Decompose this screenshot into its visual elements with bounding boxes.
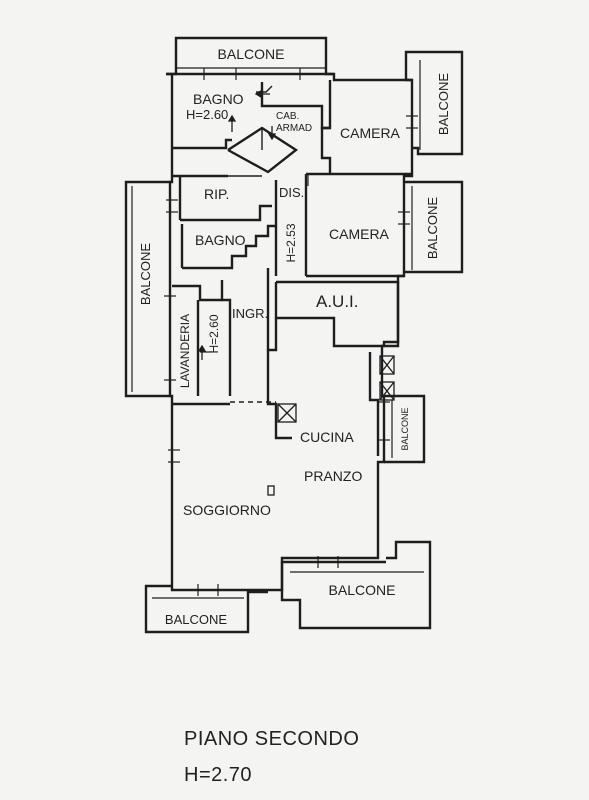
label-bagno-1-height: H=2.60 (186, 107, 228, 122)
arrow-cab-icon (267, 126, 277, 141)
label-balcone-left: BALCONE (138, 243, 153, 305)
wall-bagno1-bottom (172, 138, 232, 150)
building-outline (166, 72, 414, 592)
balcony-right-top-outline (404, 50, 464, 156)
label-balcone-top: BALCONE (218, 46, 285, 62)
balcony-bottom-left-outline (144, 584, 268, 634)
label-soggiorno: SOGGIORNO (183, 502, 271, 518)
label-dis-height: H=2.53 (284, 223, 298, 262)
label-balcone-bottom-left: BALCONE (165, 612, 227, 627)
label-rip: RIP. (204, 186, 229, 202)
arrow-bagno1-icon (227, 114, 237, 132)
vent-shaft-2-icon (379, 381, 395, 401)
balcony-right-small-outline (384, 394, 426, 464)
wall-camera1-left (320, 80, 332, 174)
arrow-lav-icon (197, 344, 207, 360)
wall-lav-top (172, 284, 222, 302)
balcony-left-outline (124, 180, 170, 398)
pillar-icon (267, 485, 275, 496)
floor-height: H=2.70 (184, 764, 253, 786)
label-pranzo: PRANZO (304, 468, 362, 484)
label-aui: A.U.I. (316, 292, 359, 311)
arrow-top-icon (254, 89, 270, 99)
label-ingr: INGR. (232, 306, 268, 321)
label-bagno-2: BAGNO (195, 232, 246, 248)
label-camera-2: CAMERA (329, 226, 390, 242)
label-bagno-1: BAGNO (193, 91, 244, 107)
vent-shaft-3-icon (277, 403, 297, 423)
wall-diamond-corridor (227, 126, 299, 174)
vent-shaft-1-icon (379, 355, 395, 375)
label-balcone-right-small: BALCONE (400, 407, 410, 450)
wall-rip-bottom (180, 204, 272, 222)
label-lavanderia: LAVANDERIA (178, 314, 192, 388)
floor-title: PIANO SECONDO (184, 728, 360, 750)
wall-kitchen-right (368, 352, 380, 456)
label-balcone-right-top: BALCONE (436, 73, 451, 135)
wall-bagno2-bottom (182, 224, 276, 270)
wall-aui-outline (274, 280, 400, 348)
label-camera-1: CAMERA (340, 125, 401, 141)
label-cab-armad-1: CAB. (276, 111, 299, 122)
label-cucina: CUCINA (300, 429, 354, 445)
label-cab-armad-2: ARMAD (276, 123, 312, 134)
label-balcone-bottom-right: BALCONE (329, 582, 396, 598)
wall-ingr-right (266, 268, 278, 352)
balcony-right-mid-outline (404, 180, 464, 274)
label-balcone-right-mid: BALCONE (425, 197, 440, 259)
door-bagno1 (256, 85, 273, 93)
label-dis: DIS. (279, 185, 304, 200)
label-lavanderia-height: H=2.60 (207, 314, 221, 353)
wall-ingr-left (220, 280, 232, 396)
wall-kitchen-partition (266, 350, 292, 440)
floor-plan: BALCONE BAGNO H=2.60 CAB. ARMAD CAMERA B… (124, 36, 464, 634)
